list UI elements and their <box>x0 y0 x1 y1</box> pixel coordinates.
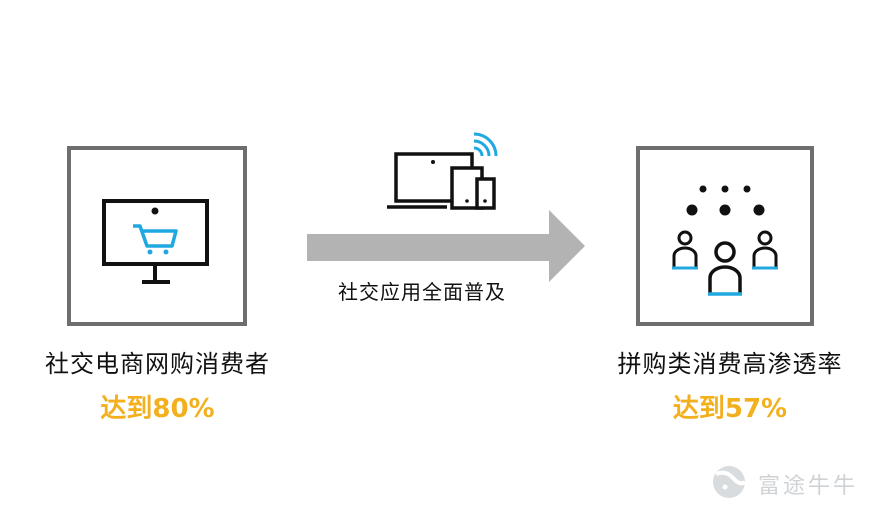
left-icon-box <box>67 146 247 326</box>
right-icon-box <box>636 146 814 326</box>
left-panel-value: 达到80% <box>100 394 215 424</box>
left-panel-title: 社交电商网购消费者 <box>45 350 270 378</box>
watermark-text: 富途牛牛 <box>758 474 859 499</box>
right-panel-title: 拼购类消费高渗透率 <box>617 350 843 378</box>
right-panel-value: 达到57% <box>672 394 788 424</box>
arrow-caption: 社交应用全面普及 <box>338 280 506 304</box>
